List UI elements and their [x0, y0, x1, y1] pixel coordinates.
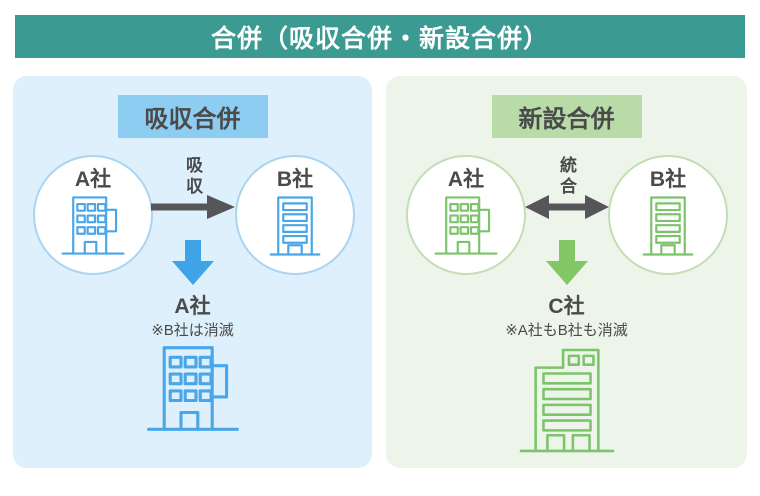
absorption-merger-panel: 吸収合併 A社 吸収 B社 — [13, 76, 372, 468]
absorption-process-label: 吸収 — [183, 156, 202, 198]
consolidation-result-note: ※A社もB社も消滅 — [505, 322, 628, 339]
company-b-name: B社 — [649, 168, 687, 191]
consolidation-company-b-circle: B社 — [608, 155, 728, 275]
absorption-result-note: ※B社は消滅 — [151, 322, 234, 339]
office-building-grid-icon-large — [146, 346, 239, 431]
absorption-company-a-circle: A社 — [33, 155, 153, 275]
right-arrow-icon — [150, 195, 235, 219]
block-down-arrow-icon — [171, 240, 214, 285]
absorption-result-company: A社 — [174, 295, 211, 318]
company-a-name: A社 — [74, 168, 112, 191]
office-building-grid-icon — [61, 196, 125, 255]
consolidation-merger-panel: 新設合併 A社 統合 B社 — [386, 76, 747, 468]
header-bar: 合併（吸収合併・新設合併） — [15, 15, 745, 58]
office-building-grid-icon — [434, 196, 498, 255]
company-a-name: A社 — [447, 168, 485, 191]
absorption-panel-label: 吸収合併 — [117, 95, 268, 138]
office-building-floors-icon — [269, 196, 321, 256]
office-building-tower-icon-large — [519, 348, 614, 453]
page-title: 合併（吸収合併・新設合併） — [210, 24, 549, 53]
consolidation-panel-label: 新設合併 — [491, 95, 642, 138]
absorption-company-b-circle: B社 — [235, 155, 355, 275]
consolidation-process-label: 統合 — [557, 156, 576, 198]
office-building-floors-icon — [642, 196, 694, 256]
consolidation-company-a-circle: A社 — [406, 155, 526, 275]
consolidation-result-company: C社 — [548, 295, 585, 318]
block-down-arrow-icon — [545, 240, 588, 285]
company-b-name: B社 — [276, 168, 314, 191]
double-arrow-icon — [524, 195, 609, 219]
